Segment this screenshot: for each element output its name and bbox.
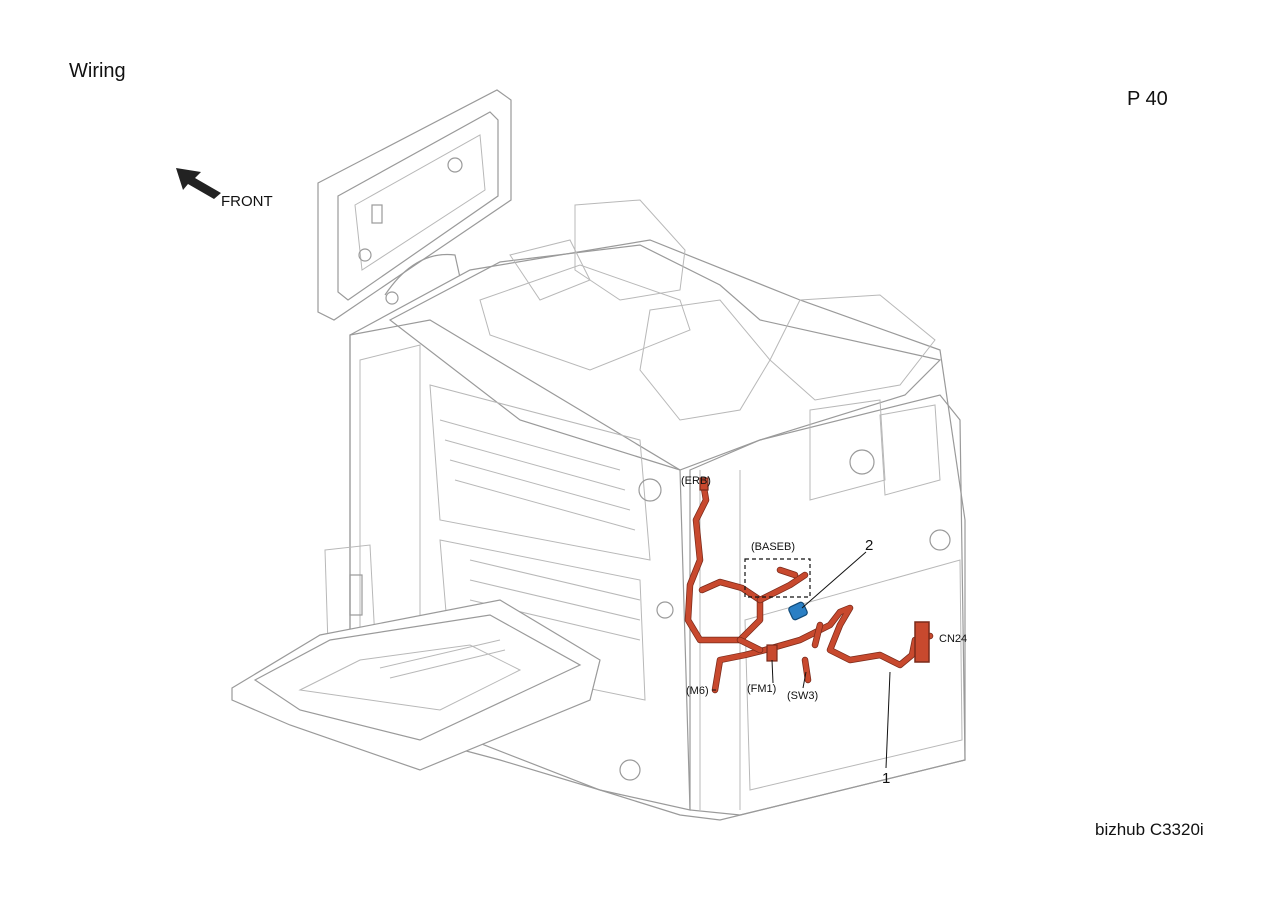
model-name: bizhub C3320i — [1095, 820, 1204, 839]
page-title: Wiring — [69, 60, 126, 82]
baseb-box — [744, 558, 811, 598]
page-number: P 40 — [1127, 88, 1168, 110]
sw3-label: (SW3) — [787, 690, 819, 702]
leader-lines — [712, 551, 891, 769]
baseb-label: (BASEB) — [751, 541, 796, 553]
part-number-2: 2 — [865, 537, 874, 554]
arrow-icon — [176, 168, 221, 199]
fm1-label: (FM1) — [747, 683, 777, 695]
ferrite-core — [788, 601, 808, 621]
erb-label: (ERB) — [681, 475, 711, 487]
wiring-harness — [684, 477, 934, 694]
bypass-tray — [231, 599, 601, 771]
m6-label: (M6) — [686, 685, 709, 697]
cn24-label: CN24 — [939, 633, 968, 645]
front-label: FRONT — [221, 193, 273, 210]
cn24-connector — [914, 621, 930, 663]
part-number-1: 1 — [882, 770, 891, 787]
